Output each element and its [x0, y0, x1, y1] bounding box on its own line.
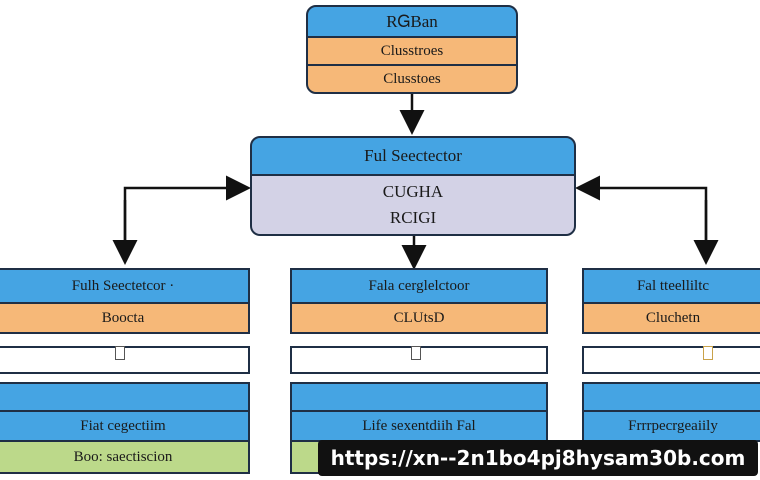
right-class-title: Fal tteelliltc — [582, 268, 760, 304]
right-class-row-3-spacer — [582, 382, 760, 412]
middle-class-row-3: Life sexentdiih Fal — [290, 410, 548, 442]
right-class-row-2 — [582, 346, 760, 374]
center-class-body: CUGHA RCIGI — [250, 174, 576, 236]
left-class-handle[interactable] — [115, 346, 125, 360]
middle-class-title: Fala cerglelctoor — [290, 268, 548, 304]
arrow-center-to-right — [575, 175, 708, 258]
middle-class-row-3-spacer — [290, 382, 548, 412]
left-class-row-2 — [0, 346, 250, 374]
center-class-body-line-1: CUGHA — [382, 182, 444, 201]
left-class-title: Fulh Seectetcor · — [0, 268, 250, 304]
top-class-row-1: Clusstroes — [306, 36, 518, 66]
center-class-title: Ful Seectector — [250, 136, 576, 176]
left-class-row-1: Boocta — [0, 302, 250, 334]
middle-class-row-1: CLUtsD — [290, 302, 548, 334]
center-class-body-line-2: RCIGI — [389, 208, 437, 227]
right-class-row-3: Frrrpecrgeaiily — [582, 410, 760, 442]
left-class-row-4: Boo: saectiscion — [0, 440, 250, 474]
right-class-row-1: Cluchetn — [582, 302, 760, 334]
top-class-title: RᏀBan — [306, 5, 518, 38]
middle-class-handle[interactable] — [411, 346, 421, 360]
url-watermark: https://xn--2n1bo4pj8hysam30b.com — [318, 440, 758, 476]
right-class-handle[interactable] — [703, 346, 713, 360]
left-class-row-3: Fiat cegectiim — [0, 410, 250, 442]
arrow-center-to-left — [123, 175, 251, 258]
left-class-row-3-spacer — [0, 382, 250, 412]
top-class-row-2: Clusstoes — [306, 64, 518, 94]
